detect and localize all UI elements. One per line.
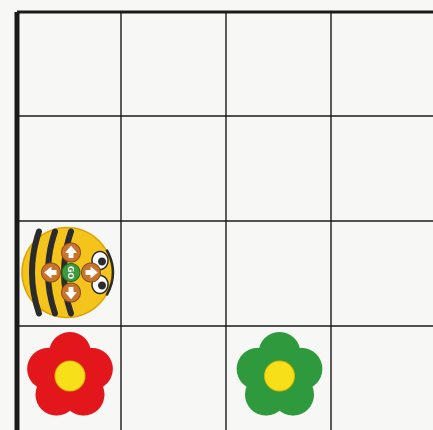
go-button[interactable]: GO (62, 264, 80, 282)
bee-bot[interactable]: GO (22, 228, 113, 318)
flower-center (265, 361, 295, 391)
bee-pupil-bottom (98, 282, 106, 290)
flower-center (55, 361, 85, 391)
turn-right-icon[interactable] (82, 263, 101, 282)
forward-arrow-icon[interactable] (62, 243, 81, 262)
go-label: GO (66, 266, 75, 280)
turn-left-icon[interactable] (42, 263, 61, 282)
back-arrow-icon[interactable] (62, 283, 81, 302)
bee-pupil-top (98, 258, 106, 266)
